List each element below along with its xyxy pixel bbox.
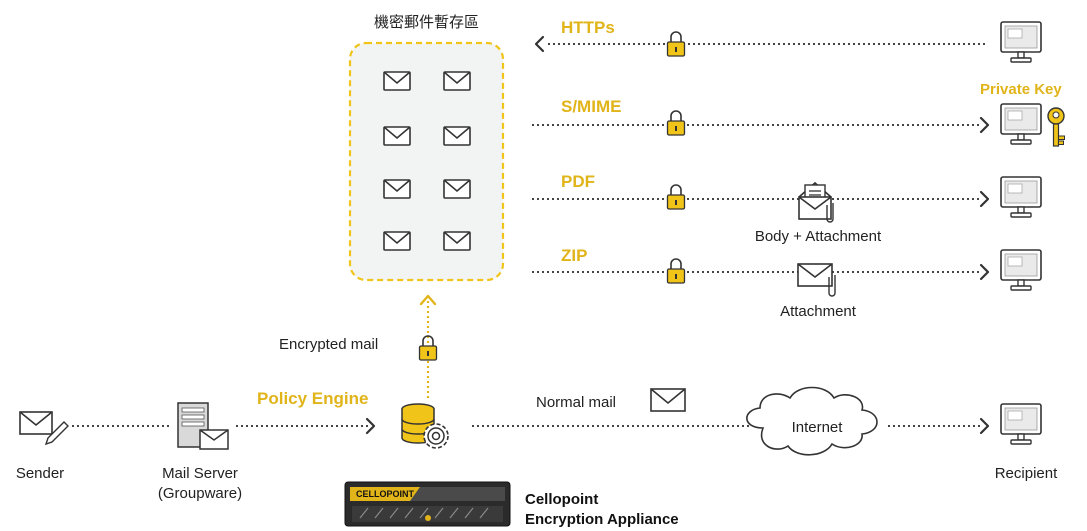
recipient-monitor-icon [1000, 21, 1042, 63]
lock-icon [666, 184, 686, 210]
method-label-https: HTTPs [561, 18, 615, 37]
mail-icon [443, 71, 471, 91]
mail-icon [383, 126, 411, 146]
key-icon [1047, 107, 1065, 147]
encrypted-arrowhead [419, 294, 437, 306]
zip-arrowhead [979, 263, 990, 281]
recipient-label: Recipient [994, 465, 1058, 482]
mail-server-sublabel: (Groupware) [157, 485, 243, 502]
recipient-monitor-icon [1000, 249, 1042, 291]
normal-mail-icon [650, 388, 686, 412]
normal-mail-caption: Normal mail [536, 394, 617, 411]
pdf-arrowhead [979, 190, 990, 208]
policy-engine-label: Policy Engine [257, 389, 369, 408]
mail-icon [383, 179, 411, 199]
recipient-monitor-icon [1000, 103, 1042, 145]
lock-icon [418, 335, 438, 361]
recipient-monitor-icon [1000, 176, 1042, 218]
encrypted-mail-caption: Encrypted mail [279, 336, 379, 353]
mail-icon [383, 71, 411, 91]
lock-icon [666, 110, 686, 136]
recipient-arrowhead [979, 417, 990, 435]
method-label-pdf: PDF [561, 172, 595, 191]
policy-engine-icon [401, 403, 449, 449]
mail-server-icon [177, 402, 229, 450]
mail-server-label: Mail Server [162, 465, 238, 482]
confidential-mail-vault [348, 41, 505, 282]
sender-label: Sender [15, 465, 65, 482]
gear-icon [423, 423, 449, 449]
lock-icon [666, 31, 686, 57]
smime-arrowhead [979, 116, 990, 134]
lock-icon [666, 258, 686, 284]
sender-mail-pen-icon [19, 411, 69, 446]
engine-arrowhead [365, 417, 376, 435]
vault-title: 機密郵件暫存區 [373, 14, 479, 31]
recipient-monitor-icon [1000, 403, 1042, 445]
mail-icon [383, 231, 411, 251]
method-label-zip: ZIP [561, 246, 588, 265]
body-attachment-mail-icon [798, 181, 834, 223]
device-brand-logo: CELLOPOINT [356, 489, 414, 499]
private-key-label: Private Key [980, 81, 1062, 98]
attachment-caption: Attachment [780, 303, 856, 320]
body-attachment-caption: Body + Attachment [754, 228, 882, 245]
mail-icon [443, 126, 471, 146]
https-arrowhead [534, 35, 545, 53]
mail-icon [443, 231, 471, 251]
appliance-name-line2: Encryption Appliance [525, 511, 679, 528]
mail-icon [443, 179, 471, 199]
encryption-appliance-device [344, 481, 511, 527]
method-label-smime: S/MIME [561, 97, 622, 116]
appliance-name-line1: Cellopoint [525, 491, 599, 508]
internet-label: Internet [791, 419, 843, 436]
attachment-mail-icon [797, 263, 836, 297]
internet-cloud-icon [746, 386, 878, 456]
